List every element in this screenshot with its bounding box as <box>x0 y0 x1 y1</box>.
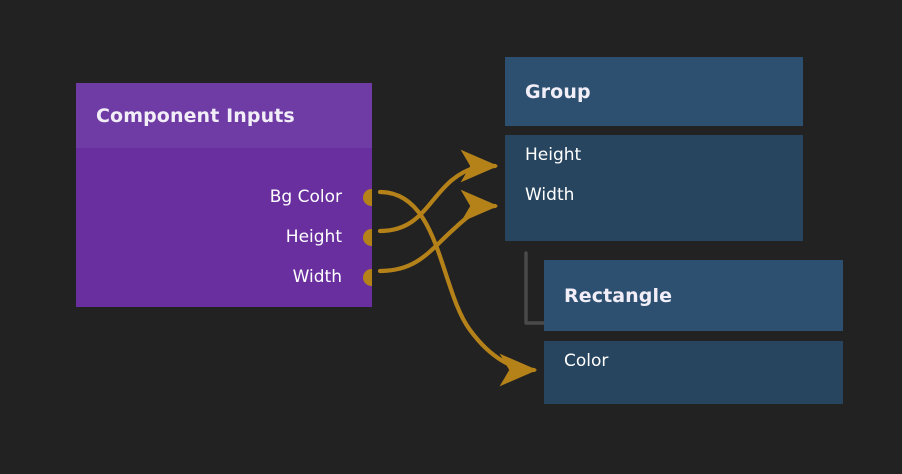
output-port-height-dot-icon[interactable] <box>363 228 372 246</box>
input-port-group-width[interactable]: Width <box>505 175 803 215</box>
edge-width-to-group-width <box>377 189 499 274</box>
input-port-group-width-label: Width <box>525 184 575 205</box>
output-port-height[interactable]: Height <box>76 217 372 257</box>
node-rectangle-title: Rectangle <box>564 284 673 307</box>
node-rectangle[interactable]: Rectangle Color <box>544 260 843 404</box>
output-port-width-dot-icon[interactable] <box>363 268 372 286</box>
input-port-rectangle-color[interactable]: Color <box>544 341 843 381</box>
node-group-header[interactable]: Group <box>505 57 803 126</box>
input-port-group-height-label: Height <box>525 144 582 165</box>
node-group-body: Height Width <box>505 135 803 241</box>
node-rectangle-body: Color <box>544 341 843 404</box>
node-group[interactable]: Group Height Width <box>505 57 803 241</box>
output-port-width-label: Width <box>292 266 342 287</box>
node-rectangle-header[interactable]: Rectangle <box>544 260 843 331</box>
output-port-bg-color-dot-icon[interactable] <box>363 188 372 206</box>
input-port-group-height[interactable]: Height <box>505 135 803 175</box>
input-port-rectangle-color-label: Color <box>564 350 609 371</box>
node-component-inputs[interactable]: Component Inputs Bg Color Height Width <box>76 83 372 307</box>
node-group-title: Group <box>525 80 591 103</box>
hierarchy-bracket <box>524 251 547 325</box>
edge-height-to-group-height <box>377 149 499 234</box>
output-port-bg-color-label: Bg Color <box>269 186 342 207</box>
output-port-width[interactable]: Width <box>76 257 372 297</box>
node-component-inputs-body: Bg Color Height Width <box>76 177 372 307</box>
output-port-bg-color[interactable]: Bg Color <box>76 177 372 217</box>
node-component-inputs-header[interactable]: Component Inputs <box>76 83 372 148</box>
node-component-inputs-title: Component Inputs <box>96 104 295 127</box>
output-port-height-label: Height <box>285 226 342 247</box>
